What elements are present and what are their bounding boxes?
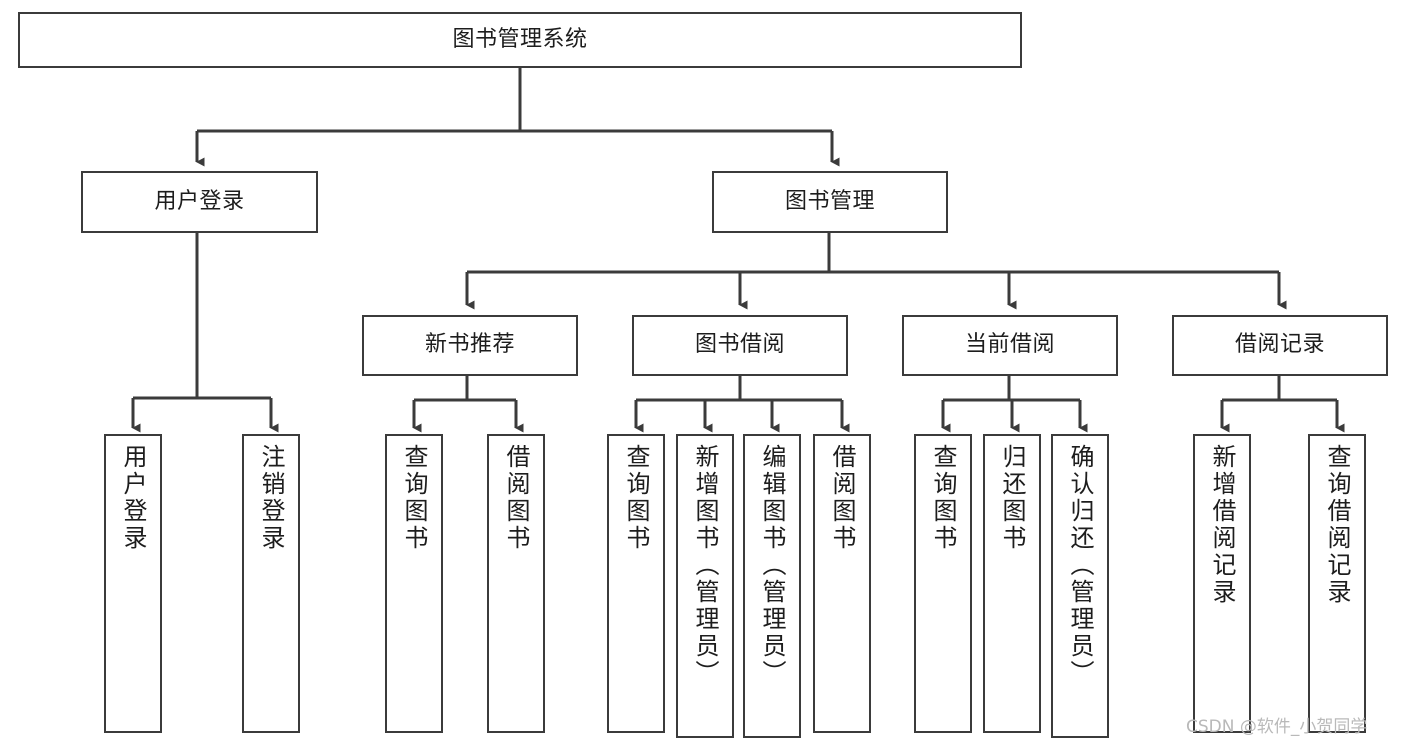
node-user-login[interactable]: 用户登录 <box>81 171 318 233</box>
leaf-new-book-query[interactable]: 查询图书 <box>385 434 443 733</box>
node-root-system[interactable]: 图书管理系统 <box>18 12 1022 68</box>
node-label: 图书管理 <box>784 188 875 214</box>
node-label: 图书管理系统 <box>452 26 588 52</box>
node-label: 借阅图书 <box>828 444 856 552</box>
leaf-book-borrow-borrow[interactable]: 借阅图书 <box>813 434 871 733</box>
node-book-management[interactable]: 图书管理 <box>712 171 948 233</box>
node-label: 查询图书 <box>400 444 428 552</box>
node-book-borrow[interactable]: 图书借阅 <box>632 315 848 376</box>
node-label: 新增借阅记录 <box>1208 444 1236 606</box>
leaf-book-borrow-add-admin[interactable]: 新增图书（管理员） <box>676 434 734 738</box>
node-label: 当前借阅 <box>964 332 1055 358</box>
node-label: 借阅记录 <box>1234 332 1325 358</box>
node-label: 归还图书 <box>998 444 1026 552</box>
node-label: 注销登录 <box>257 444 285 552</box>
leaf-borrow-record-query[interactable]: 查询借阅记录 <box>1308 434 1366 733</box>
leaf-current-borrow-confirm-admin[interactable]: 确认归还（管理员） <box>1051 434 1109 738</box>
leaf-user-login-signin[interactable]: 用户登录 <box>104 434 162 733</box>
node-label: 用户登录 <box>119 444 147 552</box>
node-current-borrow[interactable]: 当前借阅 <box>902 315 1118 376</box>
leaf-borrow-record-add[interactable]: 新增借阅记录 <box>1193 434 1251 733</box>
leaf-user-login-signout[interactable]: 注销登录 <box>242 434 300 733</box>
node-label: 新增图书（管理员） <box>691 444 719 687</box>
leaf-book-borrow-query[interactable]: 查询图书 <box>607 434 665 733</box>
node-borrow-record[interactable]: 借阅记录 <box>1172 315 1388 376</box>
node-label: 查询图书 <box>929 444 957 552</box>
node-label: 新书推荐 <box>424 332 515 358</box>
leaf-current-borrow-query[interactable]: 查询图书 <box>914 434 972 733</box>
node-new-book-recommend[interactable]: 新书推荐 <box>362 315 578 376</box>
leaf-current-borrow-return[interactable]: 归还图书 <box>983 434 1041 733</box>
node-label: 编辑图书（管理员） <box>758 444 786 687</box>
leaf-book-borrow-edit-admin[interactable]: 编辑图书（管理员） <box>743 434 801 738</box>
node-label: 用户登录 <box>154 188 245 214</box>
node-label: 查询图书 <box>622 444 650 552</box>
node-label: 确认归还（管理员） <box>1066 444 1094 687</box>
node-label: 图书借阅 <box>694 332 785 358</box>
leaf-new-book-borrow[interactable]: 借阅图书 <box>487 434 545 733</box>
node-label: 查询借阅记录 <box>1323 444 1351 606</box>
node-label: 借阅图书 <box>502 444 530 552</box>
